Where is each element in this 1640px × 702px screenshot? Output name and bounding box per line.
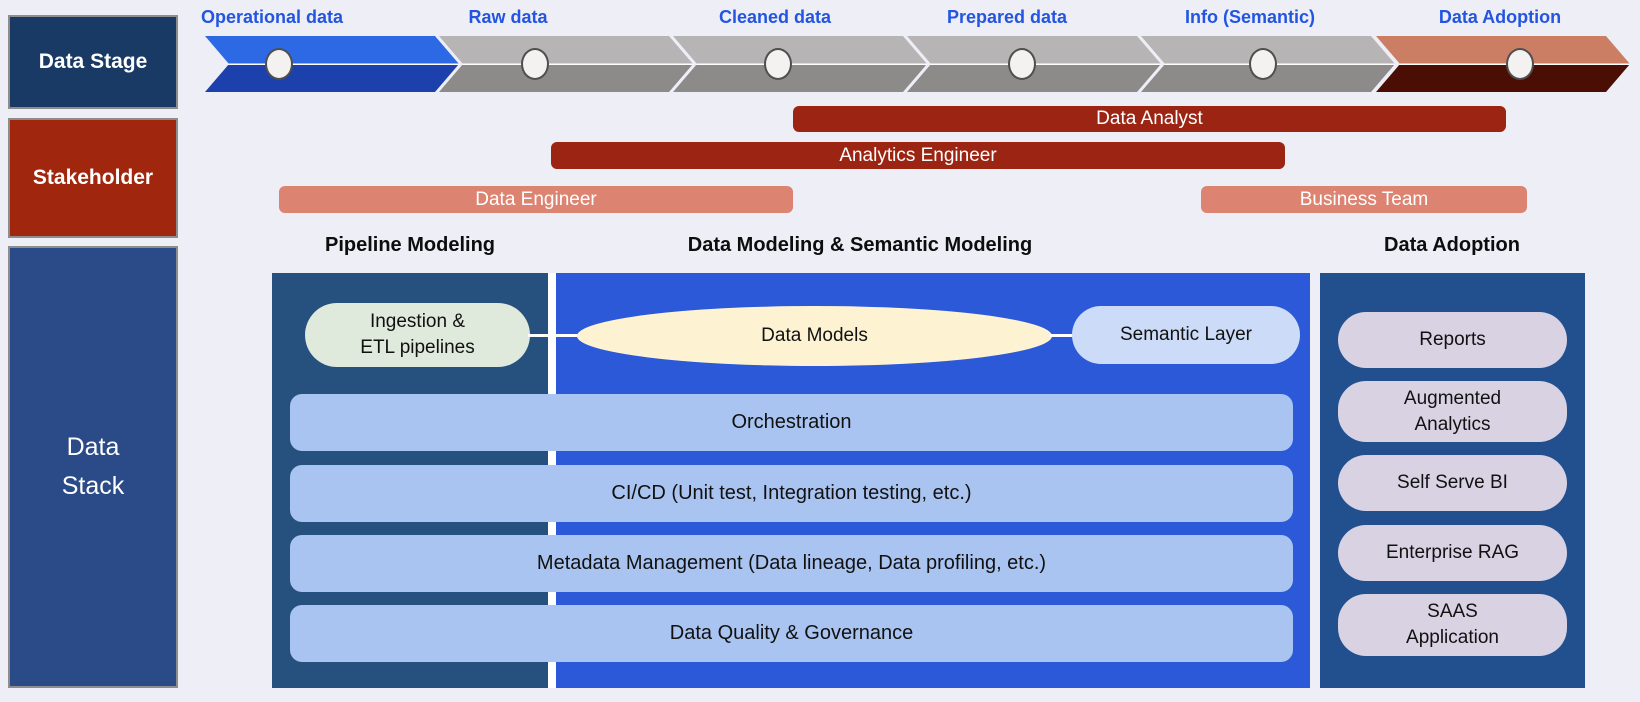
stage-label-data-adoption: Data Adoption [1438, 7, 1562, 27]
adoption-pill-enterprise-rag: Enterprise RAG [1338, 525, 1567, 581]
data-stage-row-label-text: Data Stage [38, 50, 148, 73]
adoption-pill-saas-application-text: SAAS Application [1406, 601, 1499, 648]
adoption-pill-self-serve-bi-text: Self Serve BI [1397, 472, 1508, 494]
stage-milestone-circle [521, 48, 549, 80]
stakeholder-bar-analytics-engineer: Analytics Engineer [551, 142, 1285, 169]
data-stage-row-label: Data Stage [8, 15, 178, 109]
stakeholder-bar-data-analyst-text: Data Analyst [1096, 108, 1203, 129]
data-stack-row-label-text: Data Stack [61, 433, 125, 500]
adoption-pill-reports-text: Reports [1419, 329, 1486, 351]
adoption-pill-enterprise-rag-text: Enterprise RAG [1385, 542, 1520, 564]
stage-milestone-circle [764, 48, 792, 80]
stage-milestone-circle [265, 48, 293, 80]
stakeholder-bar-data-analyst: Data Analyst [793, 106, 1506, 132]
layer-bar-cicd: CI/CD (Unit test, Integration testing, e… [290, 465, 1293, 522]
semantic-layer-text: Semantic Layer [1119, 324, 1252, 346]
stage-label-raw-data: Raw data [468, 7, 548, 27]
data-stack-row-label: Data Stack [8, 246, 178, 688]
ingestion-etl-pipelines-text: Ingestion & ETL pipelines [360, 311, 475, 358]
layer-bar-data-quality-governance: Data Quality & Governance [290, 605, 1293, 662]
stage-label-prepared-data: Prepared data [946, 7, 1068, 27]
data-models-ellipse: Data Models [577, 306, 1052, 366]
adoption-pill-augmented-analytics: Augmented Analytics [1338, 381, 1567, 442]
stage-chevron-raw [439, 36, 693, 92]
layer-bar-data-quality-governance-text: Data Quality & Governance [669, 622, 914, 644]
stage-chevron-operational [205, 36, 459, 92]
stage-milestone-circle [1506, 48, 1534, 80]
stage-chevron-cleaned [673, 36, 927, 92]
stage-milestone-circle [1008, 48, 1036, 80]
layer-bar-cicd-text: CI/CD (Unit test, Integration testing, e… [611, 482, 972, 504]
header-data-modeling-semantic-modeling: Data Modeling & Semantic Modeling [687, 234, 1033, 256]
adoption-pill-self-serve-bi: Self Serve BI [1338, 455, 1567, 511]
stakeholder-bar-analytics-engineer-text: Analytics Engineer [839, 144, 997, 166]
data-models-text: Data Models [761, 325, 868, 347]
stage-chevron-adoption [1376, 36, 1630, 92]
stakeholder-bar-business-team: Business Team [1201, 186, 1527, 213]
stakeholder-row-label: Stakeholder [8, 118, 178, 238]
stage-label-operational-data: Operational data [200, 7, 344, 27]
layer-bar-orchestration: Orchestration [290, 394, 1293, 451]
semantic-layer-pill: Semantic Layer [1072, 306, 1300, 364]
connector-ingestion-to-models [528, 334, 579, 337]
stakeholder-bar-business-team-text: Business Team [1299, 188, 1429, 210]
stage-label-cleaned-data: Cleaned data [718, 7, 832, 27]
header-data-adoption: Data Adoption [1384, 234, 1520, 256]
layer-bar-orchestration-text: Orchestration [731, 411, 852, 433]
stage-milestone-circle [1249, 48, 1277, 80]
ingestion-etl-pipelines-pill: Ingestion & ETL pipelines [305, 303, 530, 367]
stakeholder-bar-data-engineer-text: Data Engineer [475, 188, 597, 210]
adoption-pill-augmented-analytics-text: Augmented Analytics [1403, 387, 1502, 435]
layer-bar-metadata-management-text: Metadata Management (Data lineage, Data … [536, 552, 1047, 574]
connector-models-to-semantic [1050, 334, 1074, 337]
adoption-pill-reports: Reports [1338, 312, 1567, 368]
stage-label-info-semantic: Info (Semantic) [1184, 7, 1316, 27]
adoption-pill-saas-application: SAAS Application [1338, 594, 1567, 656]
layer-bar-metadata-management: Metadata Management (Data lineage, Data … [290, 535, 1293, 592]
stakeholder-row-label-text: Stakeholder [32, 166, 154, 189]
header-pipeline-modeling: Pipeline Modeling [324, 234, 496, 256]
stakeholder-bar-data-engineer: Data Engineer [279, 186, 793, 213]
